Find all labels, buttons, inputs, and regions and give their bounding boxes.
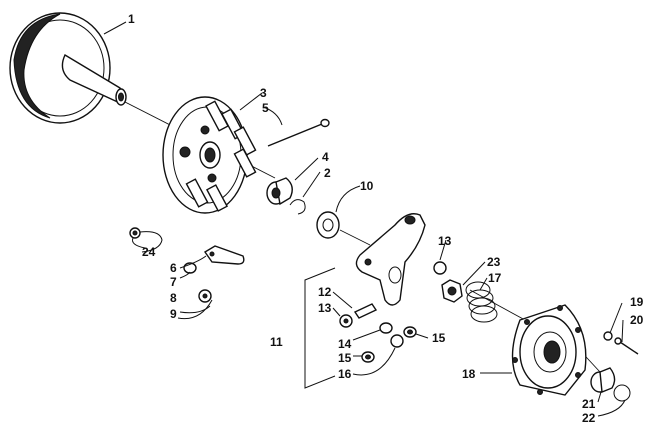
label-part-17: 17 [488,271,502,285]
washer-part-9 [198,289,212,303]
group-bracket-11 [304,267,336,389]
label-part-14: 14 [338,337,352,351]
spider-hub-part [162,96,257,214]
label-part-22: 22 [582,411,596,425]
bushing-part-13-lower [339,314,353,328]
roller-part-16 [390,334,404,348]
label-part-3: 3 [260,86,267,100]
label-part-12: 12 [318,285,332,299]
label-part-1: 1 [128,12,135,26]
label-part-2: 2 [324,166,331,180]
label-part-10: 10 [360,179,374,193]
leader-lines [103,21,626,417]
roller-part-14 [379,322,393,334]
cam-weight-part-6 [203,245,245,265]
cam-arm-part [355,213,426,306]
label-part-19: 19 [630,295,644,309]
washer-part-15-right [403,326,417,338]
bolt-part-5 [267,118,330,147]
nut-part-23 [441,279,463,303]
washer-part-19 [603,331,613,341]
label-part-11: 11 [270,335,283,349]
label-part-20: 20 [630,313,644,327]
label-part-23: 23 [487,255,501,269]
bushing-part-13-upper [433,261,447,275]
sheave-disc-shaft-part [9,12,127,124]
pin-part-12 [353,303,378,319]
label-part-24: 24 [142,245,156,259]
label-part-5: 5 [262,101,269,115]
label-part-16: 16 [338,367,352,381]
nut-part-24 [129,227,141,239]
bolt-part-20 [614,337,639,355]
bushing-part-21 [590,367,616,393]
label-part-8: 8 [170,291,177,305]
part-labels: 1 3 5 4 2 10 24 6 7 8 9 13 23 17 12 13 1… [128,12,644,425]
label-part-6: 6 [170,261,177,275]
label-part-13-upper: 13 [438,234,452,248]
label-part-15-left: 15 [338,351,352,365]
label-part-7: 7 [170,275,177,289]
snap-ring-part-2 [289,199,306,215]
label-part-21: 21 [582,397,596,411]
label-part-4: 4 [322,150,329,164]
bushing-part-4 [266,177,293,206]
label-part-18: 18 [462,367,476,381]
ring-part-22 [613,384,631,402]
label-part-9: 9 [170,307,177,321]
label-part-15-right: 15 [432,331,446,345]
washer-part-15-left [361,351,375,363]
washer-part-10 [316,211,340,239]
cover-part-18 [511,304,587,396]
label-part-13-lower: 13 [318,301,332,315]
